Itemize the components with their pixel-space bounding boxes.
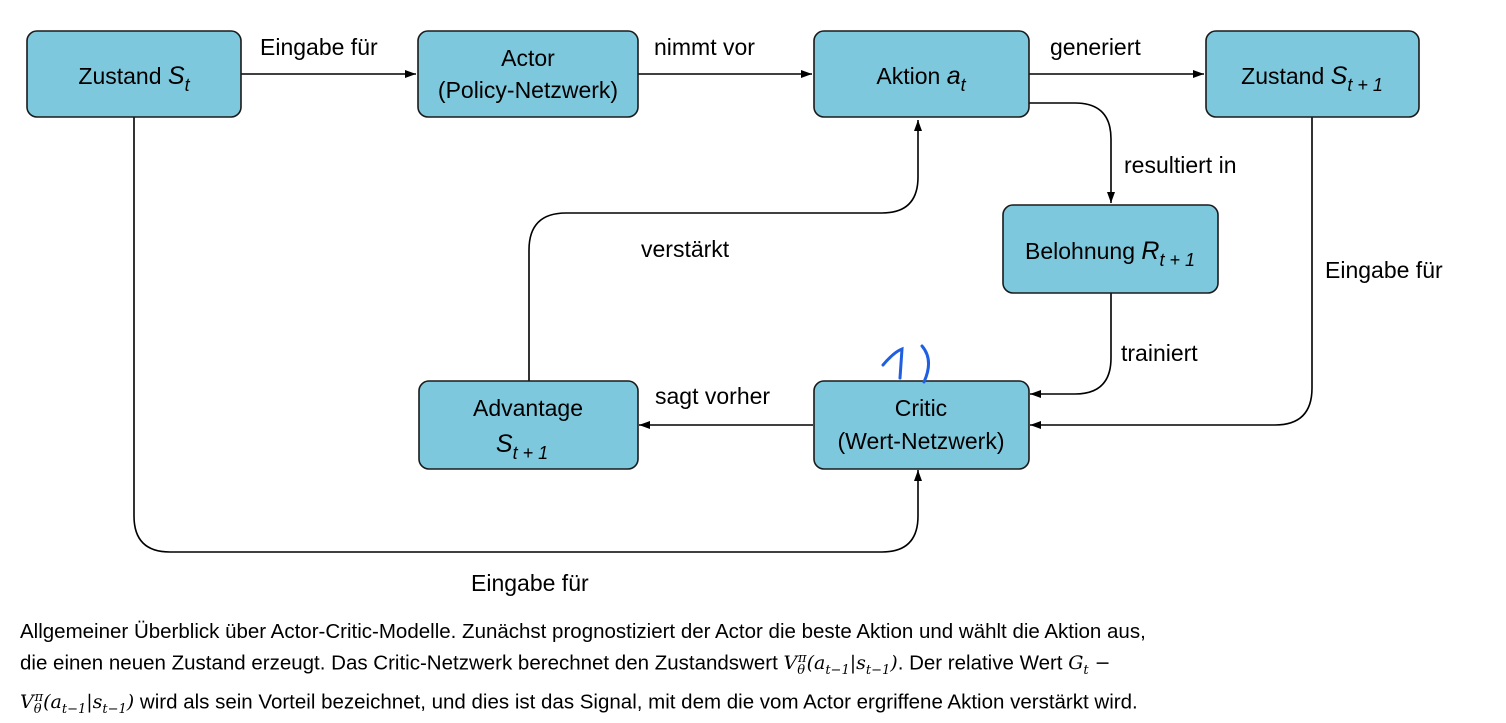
node-label: Zustand [1241,63,1331,89]
formula-advantage: Vθπ(at−1|st−1) [20,690,135,718]
node-label: Belohnung [1025,238,1141,264]
node-sub: t + 1 [1347,75,1383,95]
label-action-to-reward: resultiert in [1124,152,1236,178]
node-var: a [947,62,961,90]
svg-text:Aktion at: Aktion at [876,62,966,95]
svg-text:Belohnung Rt + 1: Belohnung Rt + 1 [1025,237,1195,270]
edge-reward-to-critic [1030,293,1112,398]
edge-state1-to-critic [1030,117,1313,429]
edge-state-to-critic [133,117,922,553]
caption-text: wird als sein Vorteil bezeichnet, und di… [134,690,1138,714]
node-line2: (Wert-Netzwerk) [838,428,1005,454]
label-state1-to-critic: Eingabe für [1325,257,1443,283]
node-sub: t + 1 [1159,250,1195,270]
node-advantage: Advantage St + 1 [418,380,639,470]
label-advantage-to-action: verstärkt [641,236,730,262]
node-state-t1: Zustand St + 1 [1205,30,1420,118]
caption-line-3: Vθπ(at−1|st−1) wird als sein Vorteil bez… [20,684,1495,723]
caption-text: die einen neuen Zustand erzeugt. Das Cri… [20,651,784,675]
svg-text:Zustand St: Zustand St [78,62,190,95]
node-sub: t [185,75,191,95]
label-state-to-actor: Eingabe für [260,34,378,60]
node-state-t: Zustand St [26,30,242,118]
node-line1: Advantage [473,395,583,421]
label-critic-to-advantage: sagt vorher [655,383,770,409]
node-reward: Belohnung Rt + 1 [1002,204,1219,294]
label-reward-to-critic: trainiert [1121,340,1198,366]
handwritten-annotation [881,344,930,384]
node-action: Aktion at [813,30,1030,118]
node-label: Zustand [78,63,168,89]
label-actor-to-action: nimmt vor [654,34,755,60]
label-action-to-state: generiert [1050,34,1141,60]
node-sub: t [961,75,967,95]
svg-text:St + 1: St + 1 [496,430,548,463]
svg-text:Zustand St + 1: Zustand St + 1 [1241,62,1383,95]
caption-text: . Der relative Wert [897,651,1069,675]
node-sub: t + 1 [513,443,549,463]
node-var: S [168,62,185,90]
node-label: Aktion [876,63,946,89]
node-var: S [496,430,513,458]
formula-gt: Gt − [1068,652,1111,679]
caption: Allgemeiner Überblick über Actor-Critic-… [20,618,1495,723]
node-var: S [1331,62,1348,90]
caption-line-1: Allgemeiner Überblick über Actor-Critic-… [20,620,1146,643]
node-actor: Actor (Policy-Netzwerk) [417,30,639,118]
node-critic: Critic (Wert-Netzwerk) [813,380,1030,470]
node-line1: Critic [895,395,947,421]
label-state-to-critic: Eingabe für [471,570,589,596]
node-var: R [1141,237,1159,265]
formula-state-value: Vθπ(at−1|st−1) [783,651,898,679]
edge-action-to-reward [1029,102,1115,203]
node-line2: (Policy-Netzwerk) [438,77,618,103]
edge-advantage-to-action [528,120,922,381]
caption-line-2: die einen neuen Zustand erzeugt. Das Cri… [20,645,1495,684]
edges [133,70,1313,553]
node-line1: Actor [501,45,555,71]
